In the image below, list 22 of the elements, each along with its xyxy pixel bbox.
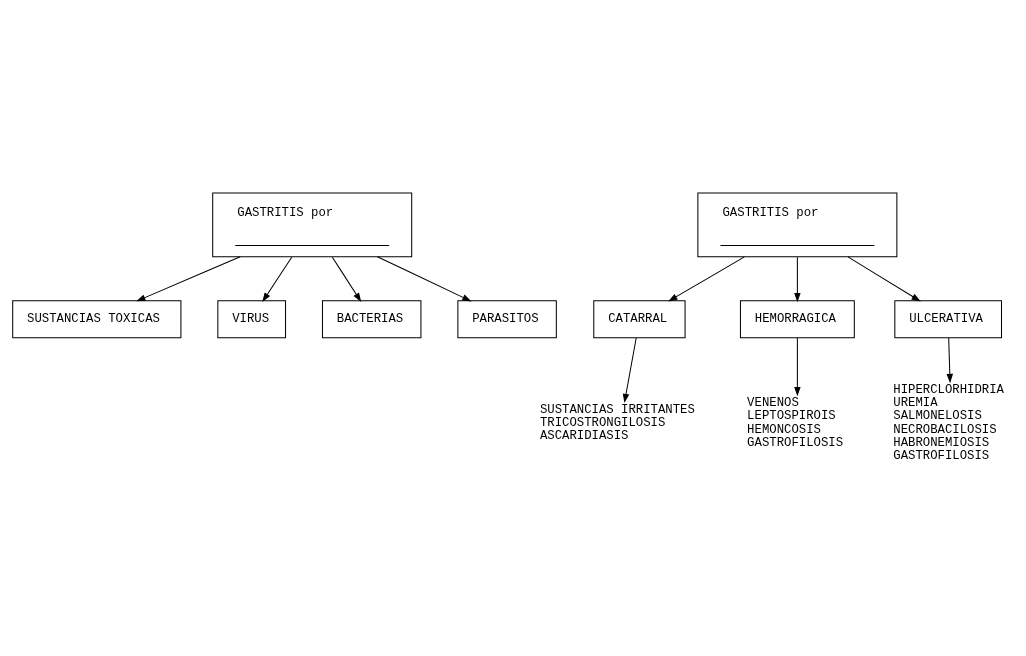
node-box: ULCERATIVA [894,299,1003,338]
arrow [376,255,472,301]
arrow [847,255,921,301]
arrow [262,256,293,302]
node-box: GASTRITIS por [212,192,413,257]
arrow [794,336,801,396]
arrow [622,336,637,403]
arrow [136,255,241,301]
arrow [794,256,801,302]
node-box: GASTRITIS por [697,192,898,257]
node-box: CATARRAL [593,299,686,338]
arrow [668,255,745,301]
arrow [331,256,362,302]
arrow [946,336,954,383]
node-box: PARASITOS [457,299,557,338]
node-text: SUSTANCIAS IRRITANTES TRICOSTRONGILOSIS ASCARIDIASIS [539,402,695,443]
node-text: HIPERCLORHIDRIA UREMIA SALMONELOSIS NECROBACILOSIS HABRONEMIOSIS GASTROFILOSIS [893,382,1004,463]
node-text: VENENOS LEPTOSPIROIS HEMONCOSIS GASTROFILOSIS [747,395,844,450]
node-box: BACTERIAS [321,299,422,338]
node-box: VIRUS [217,299,287,338]
node-box: HEMORRAGICA [739,299,855,338]
node-box: SUSTANCIAS TOXICAS [12,299,182,338]
